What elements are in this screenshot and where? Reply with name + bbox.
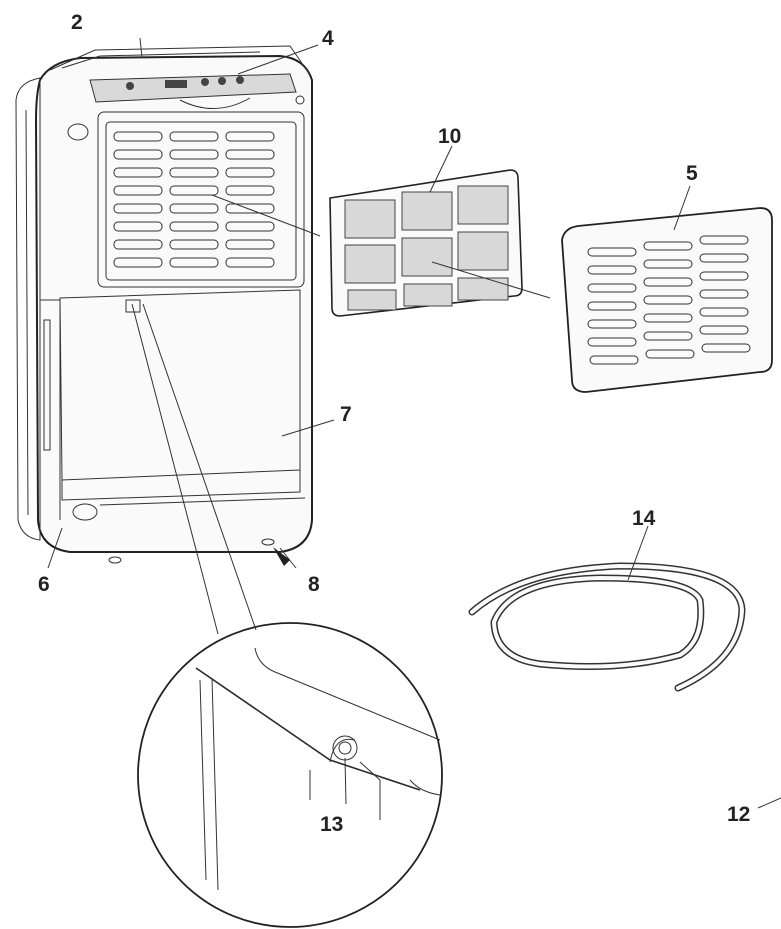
- front-grill-5: [561, 207, 773, 393]
- label-2: 2: [71, 11, 83, 34]
- label-6: 6: [38, 573, 50, 596]
- label-12: 12: [727, 803, 751, 826]
- arrow-8-head: [273, 547, 290, 566]
- label-4: 4: [322, 27, 334, 50]
- label-14: 14: [632, 507, 656, 530]
- label-13: 13: [320, 813, 344, 836]
- label-8: 8: [308, 573, 320, 596]
- drain-hose-14: [468, 562, 746, 692]
- label-7: 7: [340, 403, 352, 426]
- dehumidifier-unit: [15, 45, 313, 564]
- label-5: 5: [686, 162, 698, 185]
- zoom-detail: [137, 622, 443, 928]
- air-filter-10: [329, 169, 523, 317]
- label-10: 10: [438, 125, 462, 148]
- leader-lines: [47, 37, 781, 809]
- front-grill-slots: [113, 131, 275, 268]
